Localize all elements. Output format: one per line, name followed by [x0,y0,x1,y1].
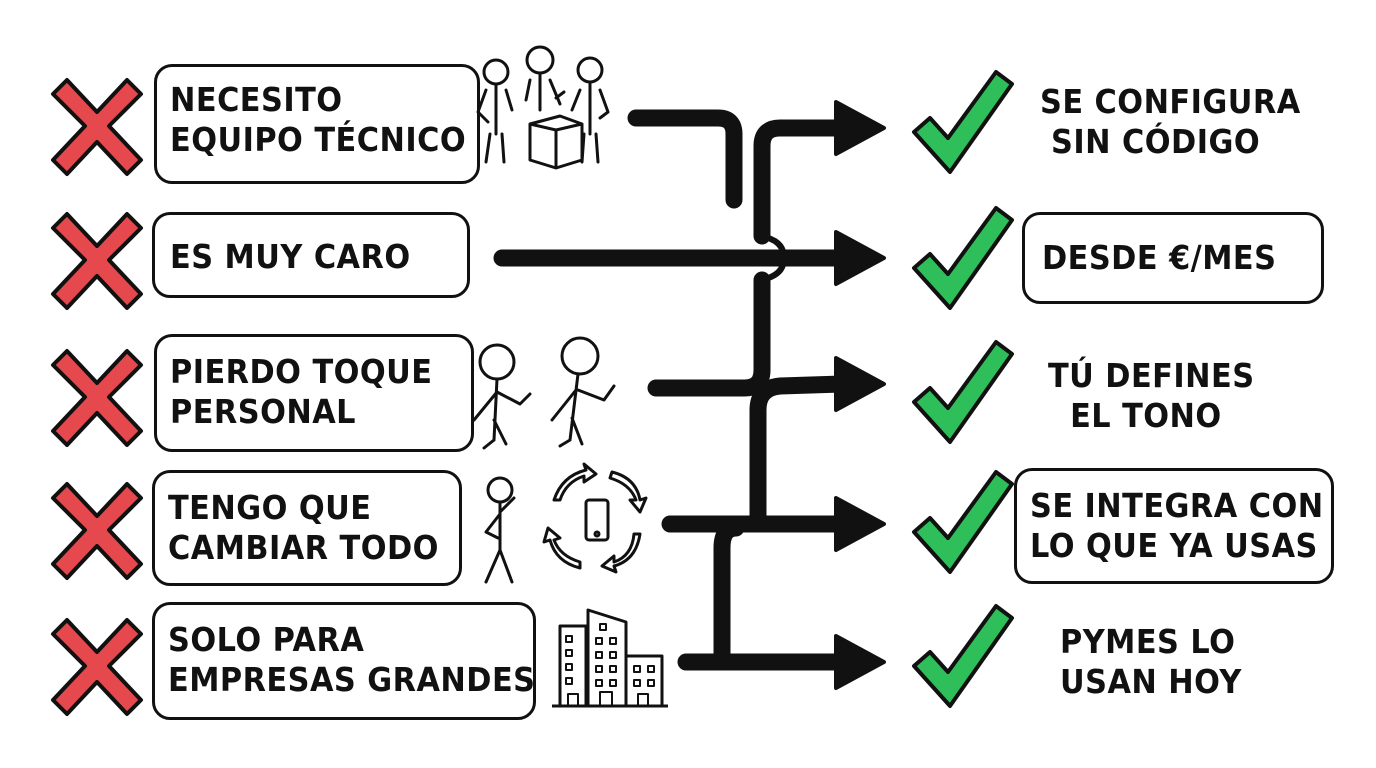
objection-label-3: PIERDO TOQUE PERSONAL [170,352,432,432]
objection-label-5: SOLO PARA EMPRESAS GRANDES [168,620,535,700]
solution-4-line2: LO QUE YA USAS [1030,526,1318,565]
objection-label-1: NECESITO EQUIPO TÉCNICO [170,80,466,160]
objection-5-line2: EMPRESAS GRANDES [168,660,536,699]
solution-box-2 [1022,212,1324,304]
solution-5-line1: PYMES LO [1060,622,1236,661]
objection-3-line1: PIERDO TOQUE [170,352,433,391]
check-mark-icon [912,604,1014,708]
x-mark-icon [51,78,143,176]
objection-4-line1: TENGO QUE [168,488,372,527]
solution-label-3: TÚ DEFINES EL TONO [1048,356,1255,436]
arrow-head-icon [834,100,886,156]
check-mark-icon [912,70,1014,174]
check-mark-icon [912,206,1014,310]
person-phone-cycle-icon [484,462,648,584]
objection-4-line2: CAMBIAR TODO [168,528,439,567]
x-mark-icon [51,212,143,310]
objection-box-2 [152,212,470,298]
solution-4-line1: SE INTEGRA CON [1030,486,1324,525]
solution-3-line2: EL TONO [1070,396,1222,435]
objection-3-line2: PERSONAL [170,392,356,431]
solution-label-4: SE INTEGRA CON LO QUE YA USAS [1030,486,1324,566]
solution-label-1: SE CONFIGURA SIN CÓDIGO [1040,82,1301,162]
objection-5-line1: SOLO PARA [168,620,365,659]
check-mark-icon [912,470,1014,574]
objection-label-2: ES MUY CARO [170,237,411,277]
solution-2-line1: DESDE €/MES [1042,238,1277,277]
objection-box-5 [152,602,536,720]
objection-1-line1: NECESITO [170,80,343,119]
solution-3-line1: TÚ DEFINES [1048,356,1255,395]
objection-box-3 [154,334,474,452]
arrow-head-icon [834,634,886,690]
solution-label-2: DESDE €/MES [1042,238,1276,278]
x-mark-icon [51,349,143,447]
tech-team-icon [476,45,610,170]
x-mark-icon [51,618,143,716]
solution-1-line2: SIN CÓDIGO [1051,122,1261,161]
arrow-head-icon [834,496,886,552]
solution-box-4 [1014,468,1334,584]
check-mark-icon [912,340,1014,444]
objection-box-4 [152,470,462,586]
objection-1-line2: EQUIPO TÉCNICO [170,120,467,159]
line-jump [759,233,788,283]
arrow-head-icon [834,356,886,412]
objection-label-4: TENGO QUE CAMBIAR TODO [168,488,439,568]
connector-arrows [493,109,851,671]
x-mark-icon [51,482,143,580]
solution-1-line1: SE CONFIGURA [1040,82,1301,121]
arrow-head-icon [834,230,886,286]
office-buildings-icon [552,608,668,708]
solution-label-5: PYMES LO USAN HOY [1060,622,1242,702]
objection-2-line1: ES MUY CARO [170,237,411,276]
solution-5-line2: USAN HOY [1060,662,1242,701]
two-people-talking-icon [472,336,616,450]
objection-box-1 [154,64,480,184]
